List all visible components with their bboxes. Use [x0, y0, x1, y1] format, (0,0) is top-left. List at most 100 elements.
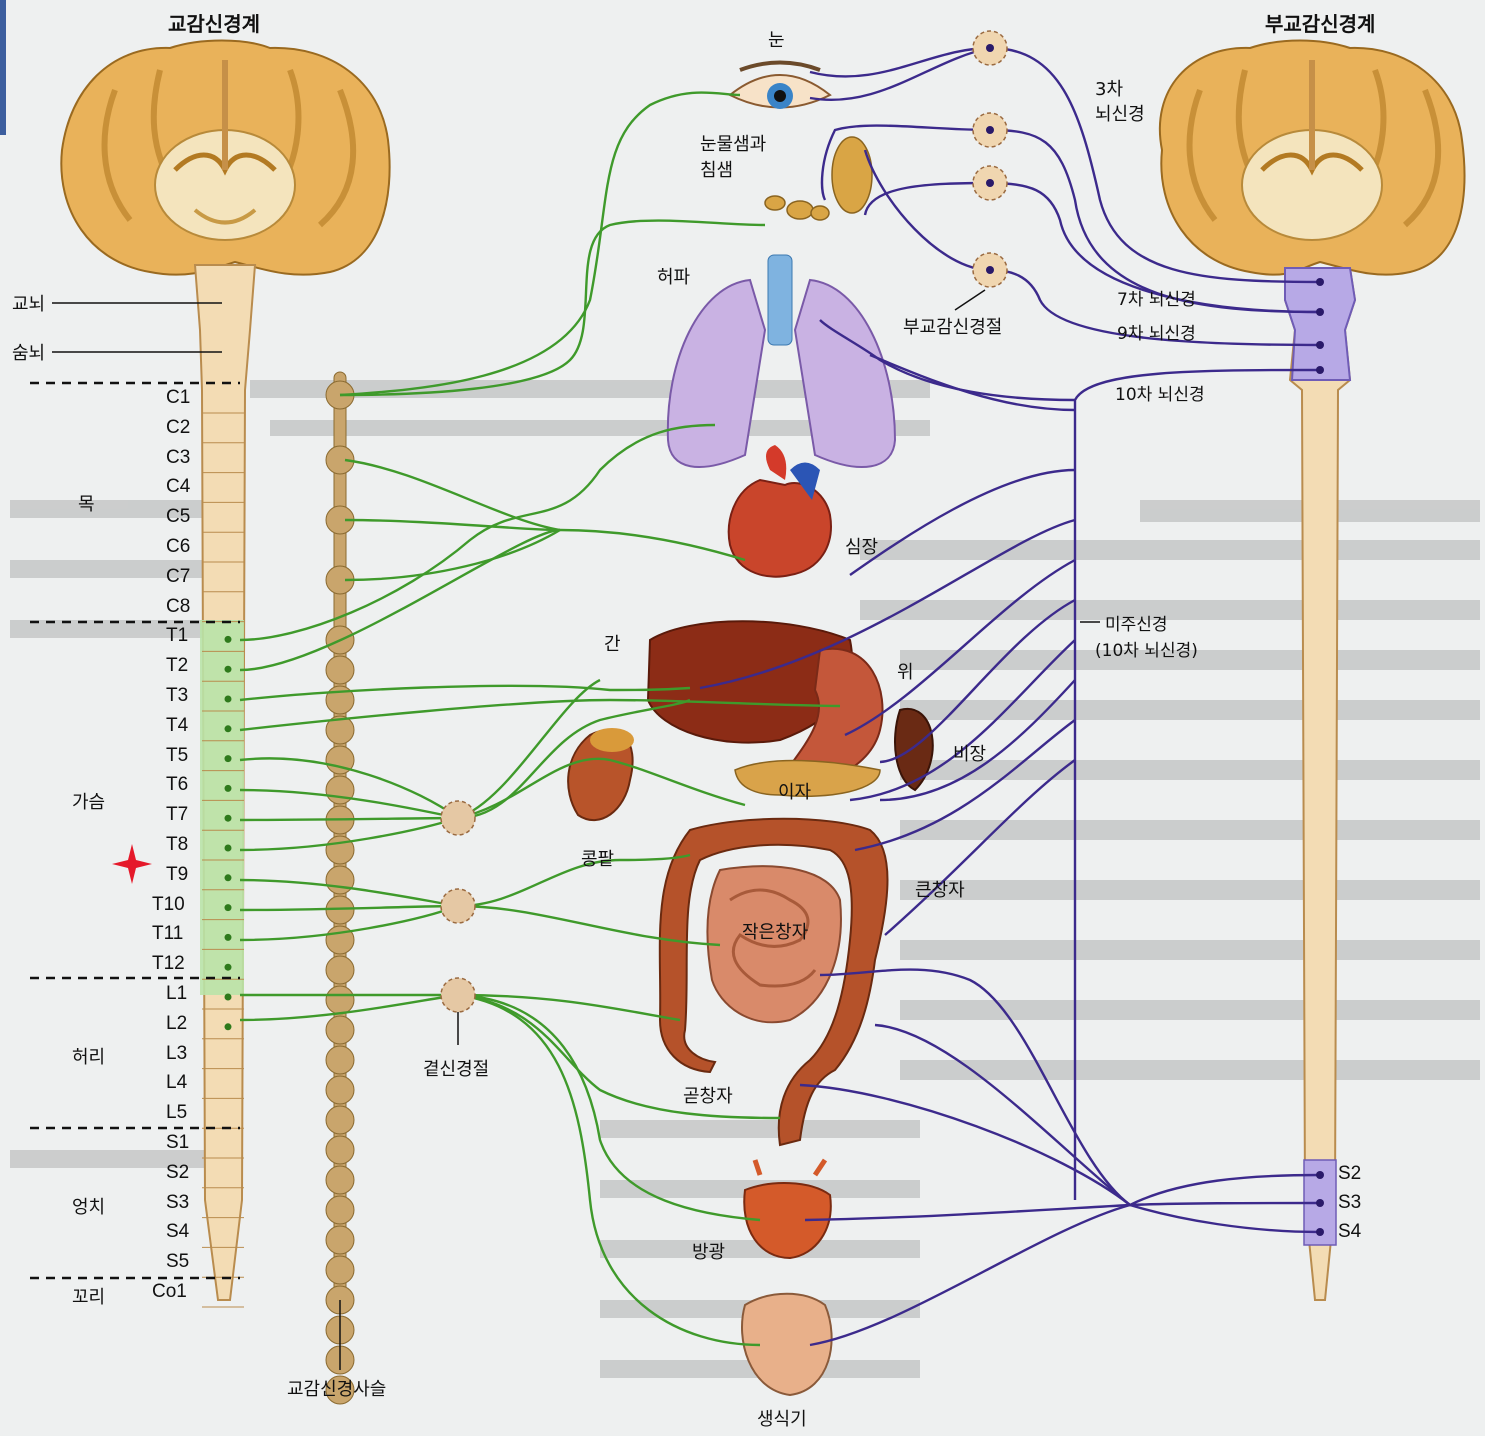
kidney-label: 콩팥	[581, 845, 614, 871]
small-intestine-organ	[707, 866, 840, 1022]
segment-label-t7: T7	[166, 804, 188, 826]
chain-ganglion	[326, 1106, 354, 1134]
genitals-label: 생식기	[757, 1405, 807, 1431]
chain-ganglion	[326, 656, 354, 684]
segment-label-s2: S2	[166, 1162, 189, 1184]
sacral-para-label-s3: S3	[1338, 1192, 1361, 1214]
chain-ganglion	[326, 1046, 354, 1074]
preganglionic-origin-dot	[225, 964, 232, 971]
chain-ganglion	[326, 1196, 354, 1224]
large-intestine-label: 큰창자	[915, 876, 965, 902]
chain-ganglion	[326, 776, 354, 804]
segment-label-l2: L2	[166, 1013, 187, 1035]
cn10-label: 10차 뇌신경	[1115, 380, 1205, 405]
red-star-marker	[112, 844, 152, 884]
pancreas-label: 이자	[778, 778, 811, 804]
chain-ganglion	[326, 1016, 354, 1044]
segment-label-t4: T4	[166, 715, 188, 737]
sacral-para-label-s4: S4	[1338, 1221, 1361, 1243]
sympathetic-header: 교감신경계	[168, 8, 260, 37]
vagus-label: 미주신경	[1105, 610, 1168, 635]
superior-mesenteric-ganglion	[441, 889, 475, 923]
preganglionic-origin-dot	[225, 845, 232, 852]
chain-ganglion	[326, 1166, 354, 1194]
preganglionic-origin-dot	[225, 815, 232, 822]
inferior-mesenteric-ganglion	[441, 978, 475, 1012]
ganglion-leader	[955, 290, 985, 310]
stomach-label: 위	[897, 658, 914, 684]
segment-label-s4: S4	[166, 1221, 189, 1243]
segment-label-s1: S1	[166, 1132, 189, 1154]
segment-label-c5: C5	[166, 506, 190, 528]
celiac-ganglion	[441, 801, 475, 835]
region-chest-label: 가슴	[72, 788, 105, 814]
segment-label-l1: L1	[166, 983, 187, 1005]
chain-ganglion	[326, 836, 354, 864]
cn3-label-line2: 뇌신경	[1095, 100, 1145, 126]
adrenal-gland	[590, 728, 634, 752]
lung-label: 허파	[657, 263, 690, 289]
spleen-label: 비장	[953, 740, 986, 766]
segment-label-co1: Co1	[152, 1281, 187, 1303]
preganglionic-origin-dot	[225, 725, 232, 732]
segment-label-t3: T3	[166, 685, 188, 707]
collateral-ganglia	[441, 801, 475, 1012]
segment-label-c8: C8	[166, 596, 190, 618]
heart-organ	[729, 445, 831, 577]
parasympathetic-ganglion-label: 부교감신경절	[903, 313, 1002, 339]
segment-label-t2: T2	[166, 655, 188, 677]
region-neck-label: 목	[78, 490, 95, 516]
sympathetic-chain-label: 교감신경사슬	[287, 1375, 386, 1401]
parasympathetic-ganglia	[973, 31, 1007, 287]
brainstem-leaders	[52, 303, 222, 352]
preganglionic-origin-dot	[225, 696, 232, 703]
segment-label-c3: C3	[166, 447, 190, 469]
segment-label-c4: C4	[166, 476, 190, 498]
parasympathetic-header: 부교감신경계	[1265, 8, 1375, 37]
small-intestine-label: 작은창자	[742, 918, 808, 944]
preganglionic-origin-dot	[225, 636, 232, 643]
segment-label-l3: L3	[166, 1043, 187, 1065]
cn3-label-line1: 3차	[1095, 75, 1123, 101]
segment-label-t11: T11	[152, 923, 183, 945]
region-sacral-label: 엉치	[72, 1193, 105, 1219]
gland-organs	[765, 137, 872, 220]
preganglionic-origin-dot	[225, 904, 232, 911]
chain-ganglion	[326, 986, 354, 1014]
chain-ganglion	[326, 1256, 354, 1284]
segment-label-t9: T9	[166, 864, 188, 886]
preganglionic-origin-dot	[225, 994, 232, 1001]
pons-label: 교뇌	[12, 290, 45, 316]
preganglionic-origin-dot	[225, 666, 232, 673]
segment-label-t6: T6	[166, 774, 188, 796]
segment-label-c7: C7	[166, 566, 190, 588]
segment-label-l4: L4	[166, 1072, 187, 1094]
preganglionic-origin-dot	[225, 785, 232, 792]
segment-label-t10: T10	[152, 894, 185, 916]
right-brain-section	[1160, 41, 1465, 1301]
segment-label-l5: L5	[166, 1102, 187, 1124]
sacral-para-label-s2: S2	[1338, 1163, 1361, 1185]
cn9-label: 9차 뇌신경	[1117, 319, 1196, 344]
collateral-ganglion-label: 곁신경절	[423, 1055, 489, 1081]
segment-label-t8: T8	[166, 834, 188, 856]
chain-ganglion	[326, 1226, 354, 1254]
segment-label-c1: C1	[166, 387, 190, 409]
preganglionic-origin-dot	[225, 755, 232, 762]
region-tail-label: 꼬리	[72, 1283, 105, 1309]
chain-ganglion	[326, 1136, 354, 1164]
segment-label-c6: C6	[166, 536, 190, 558]
edge-accent-bar	[0, 0, 6, 135]
segment-label-s5: S5	[166, 1251, 189, 1273]
vagus-sub-label: (10차 뇌신경)	[1095, 636, 1198, 661]
segment-label-c2: C2	[166, 417, 190, 439]
preganglionic-origin-dot	[225, 1023, 232, 1030]
cn7-label: 7차 뇌신경	[1117, 285, 1196, 310]
preganglionic-origin-dot	[225, 874, 232, 881]
eye-organ	[730, 63, 830, 110]
segment-label-t5: T5	[166, 745, 188, 767]
heart-label: 심장	[845, 533, 878, 559]
chain-ganglion	[326, 956, 354, 984]
